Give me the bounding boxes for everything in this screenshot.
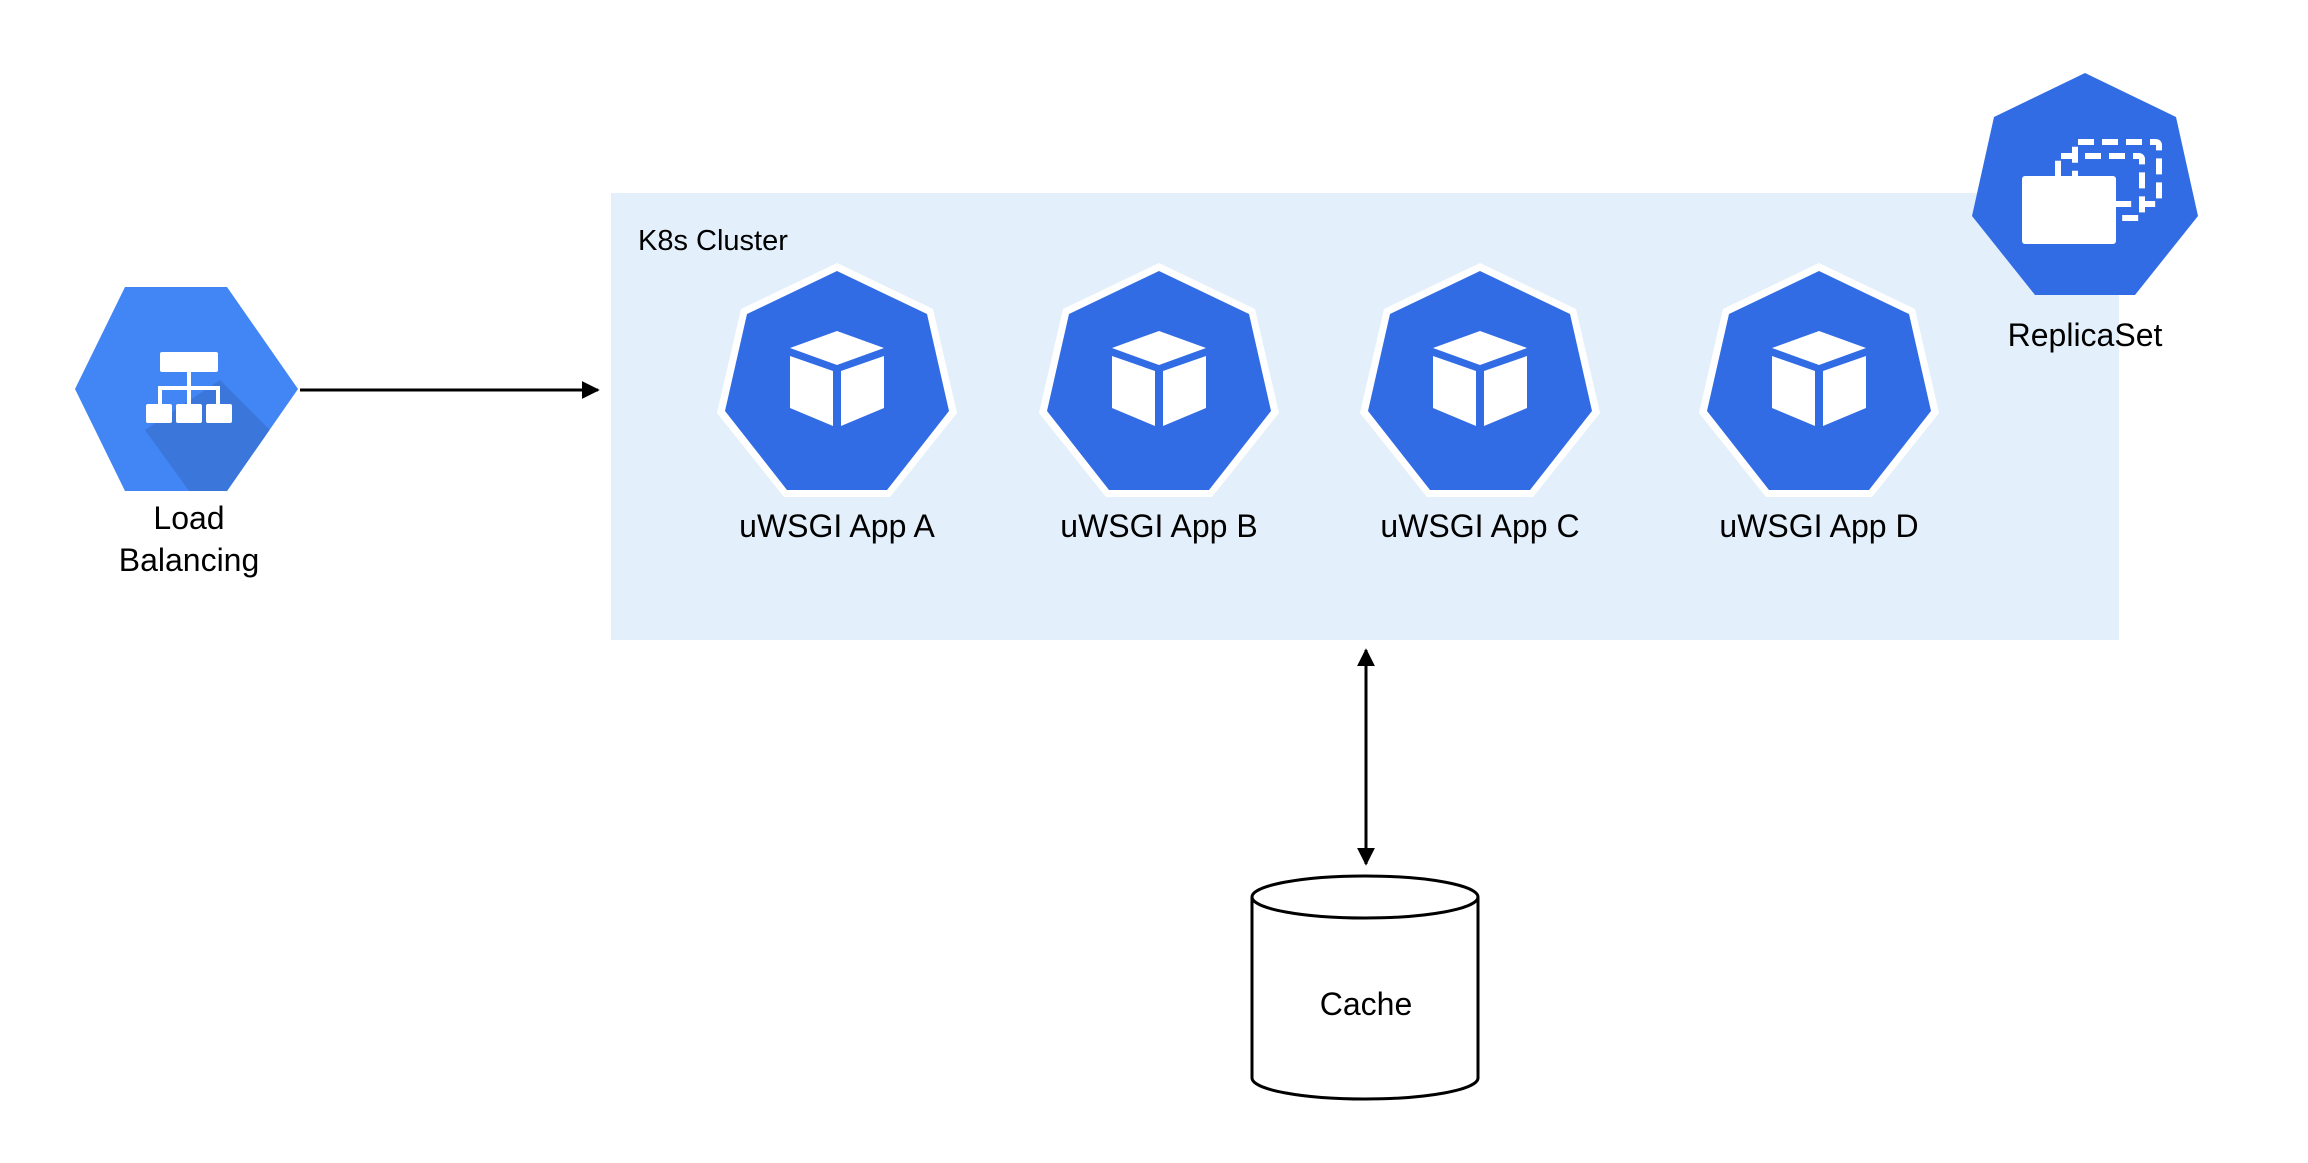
pod-label-c: uWSGI App C: [1380, 508, 1579, 544]
cache-label: Cache: [1320, 986, 1413, 1022]
pod-icon: [1360, 263, 1600, 497]
load-balancing-icon: [75, 287, 298, 491]
replicaset-icon: [1972, 73, 2198, 295]
cluster-label: K8s Cluster: [638, 225, 788, 257]
replicaset-label: ReplicaSet: [2008, 317, 2163, 353]
pod-label-b: uWSGI App B: [1060, 508, 1257, 544]
load-balancing-label-line1: Load: [153, 500, 224, 536]
database-icon: [1250, 874, 1480, 1101]
load-balancing-label-line2: Balancing: [119, 542, 260, 578]
pod-icon: [1699, 263, 1939, 497]
pod-label-a: uWSGI App A: [739, 508, 935, 544]
pod-icon: [1039, 263, 1279, 497]
pod-label-d: uWSGI App D: [1719, 508, 1918, 544]
pod-icon: [717, 263, 957, 497]
